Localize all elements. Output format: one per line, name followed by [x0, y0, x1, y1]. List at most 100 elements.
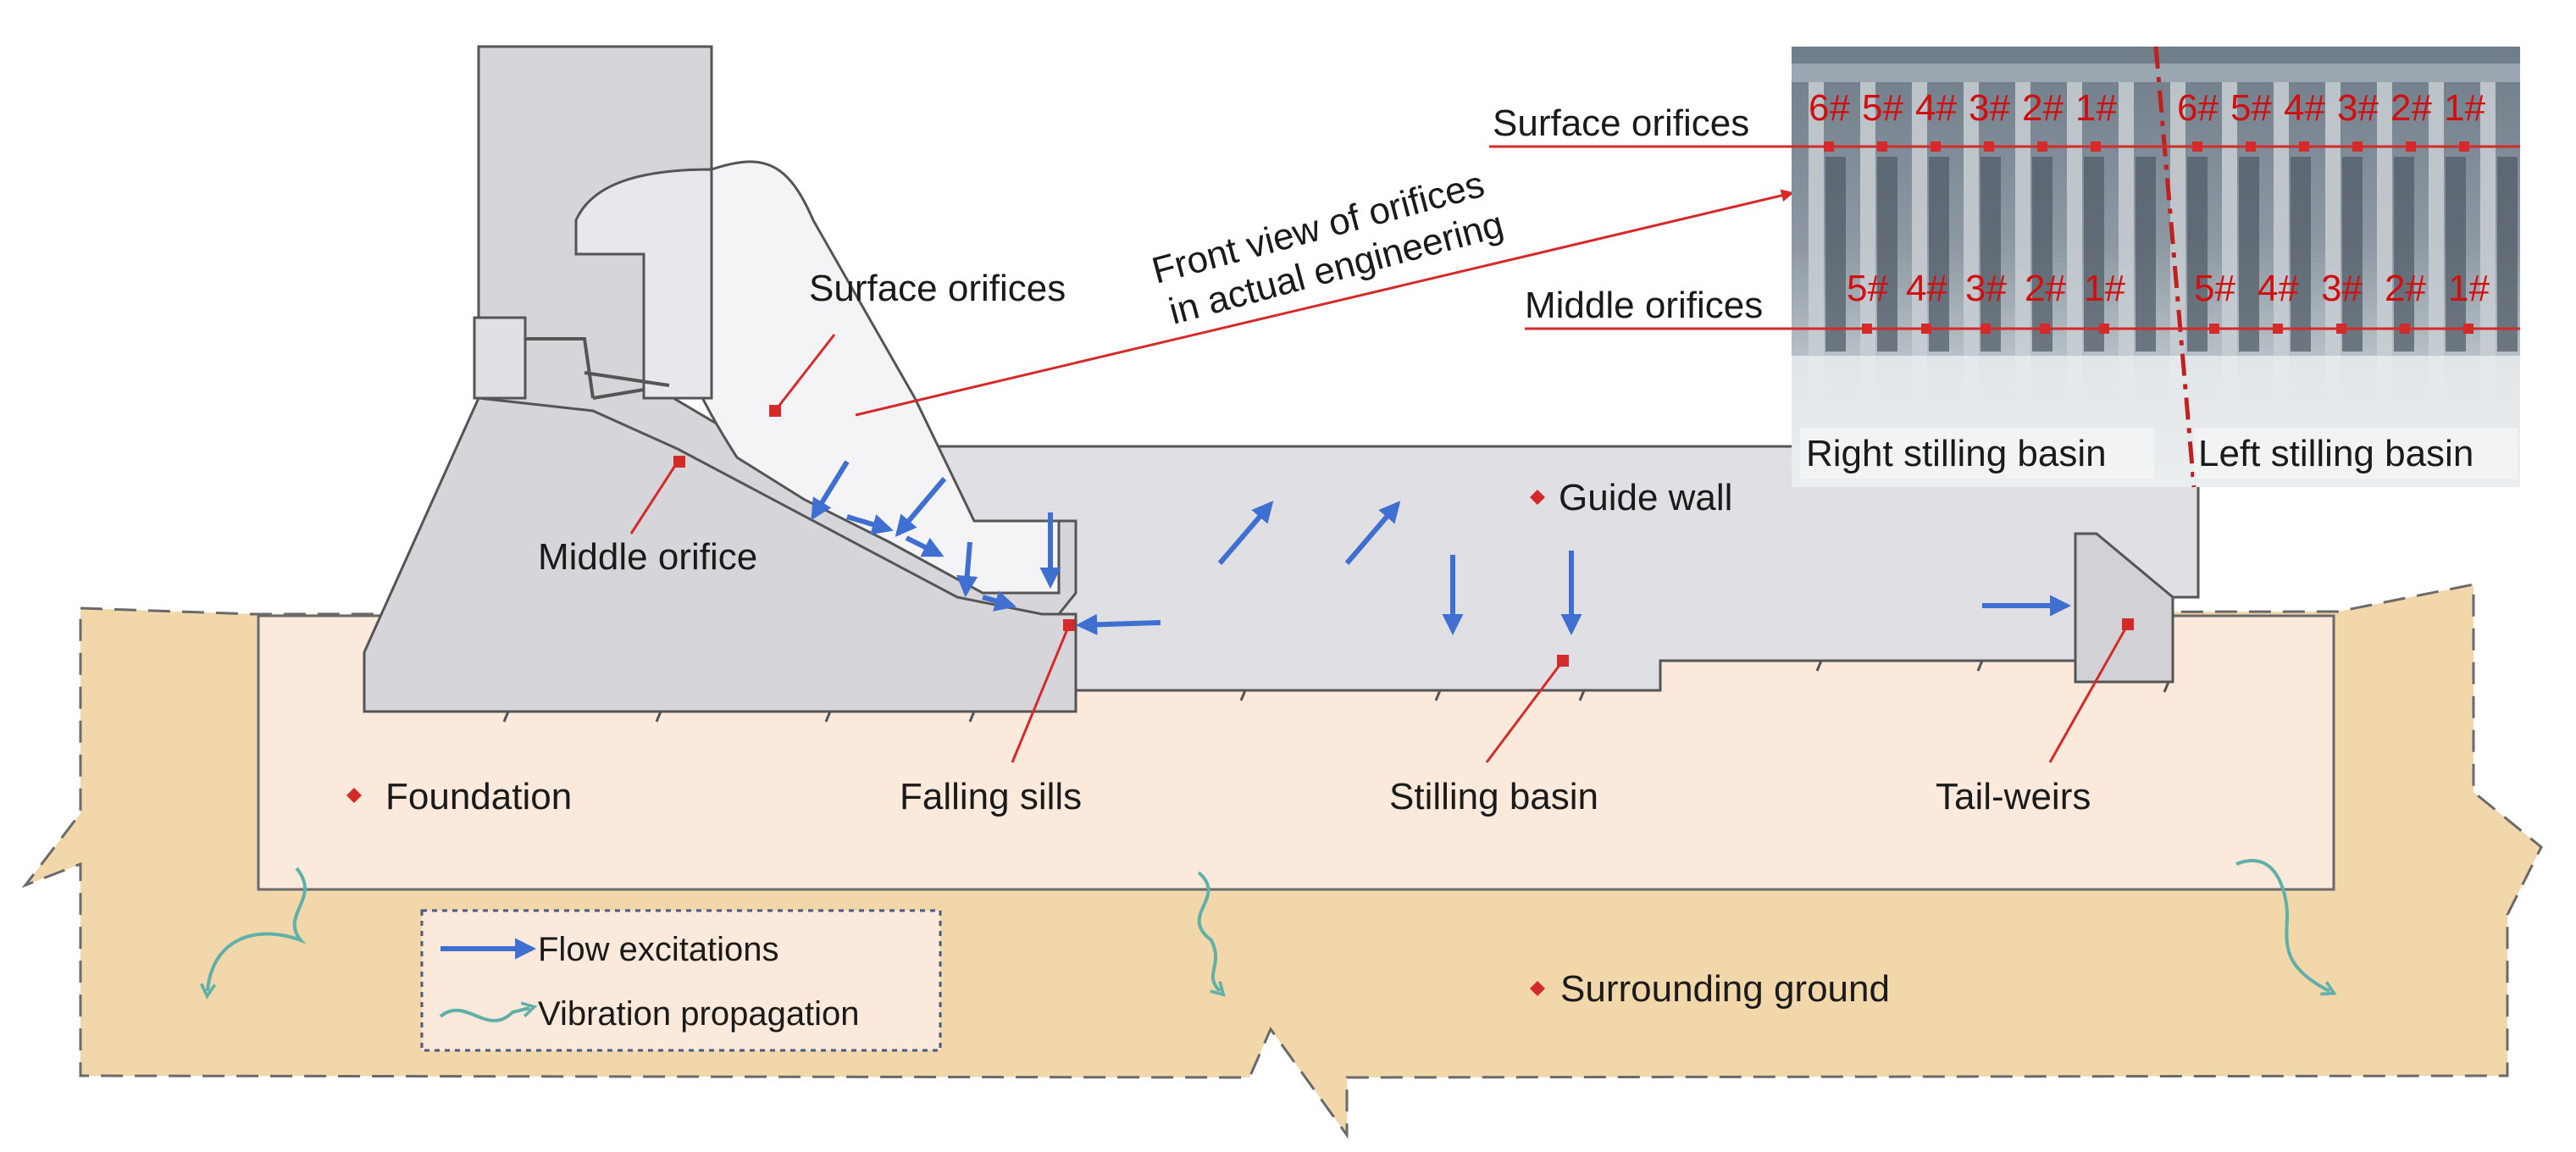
legend-box	[420, 909, 942, 1052]
label-middle-orifice: Middle orifice	[538, 536, 757, 578]
photo-orifice-opening	[2446, 157, 2466, 352]
foundation-teeth	[502, 660, 2170, 723]
label-foundation: Foundation	[385, 776, 572, 817]
photo-orifice-number: 1#	[2444, 87, 2485, 129]
photo-orifice-dot	[2400, 324, 2410, 334]
photo-left-label-bg	[2194, 428, 2518, 479]
photo-orifice-number: 1#	[2075, 87, 2117, 129]
photo-orifice-opening	[1929, 157, 1949, 352]
flow-arrow	[895, 477, 947, 537]
photo-orifice-dot	[1824, 141, 1834, 152]
photo-orifice-number: 6#	[1809, 87, 1850, 129]
orifice-photo-inset: 6#5#4#3#2#1#6#5#4#3#2#1#5#4#3#2#1#5#4#3#…	[1489, 46, 2520, 488]
photo-orifice-number: 4#	[2284, 87, 2325, 129]
photo-orifice-dot	[1862, 324, 1872, 334]
vibration-arrow	[1197, 871, 1226, 997]
photo-orifice-dot	[2273, 324, 2283, 334]
photo-orifice-dot	[2463, 324, 2474, 334]
photo-orifice-number: 3#	[2337, 87, 2379, 129]
dam-upstream-face	[478, 396, 1059, 616]
marker-stilling-basin	[1557, 655, 1569, 667]
photo-orifice-opening	[2239, 157, 2259, 352]
photo-orifice-dot	[1921, 324, 1931, 334]
photo-orifice-number: 5#	[1862, 87, 1903, 129]
photo-orifice-dot	[2091, 141, 2101, 152]
photo-orifice-opening	[2394, 157, 2414, 352]
photo-orifice-opening	[1980, 157, 2001, 352]
label-stilling-basin: Stilling basin	[1389, 776, 1598, 817]
photo-orifice-opening	[2291, 157, 2311, 352]
flow-arrow	[956, 541, 978, 598]
photo-right-label-bg	[1800, 428, 2154, 479]
photo-orifice-number: 4#	[1915, 87, 1957, 129]
photo-orifice-number: 3#	[1969, 87, 2010, 129]
photo-orifice-number: 2#	[2385, 268, 2426, 309]
label-falling-sills: Falling sills	[900, 776, 1082, 817]
upstream-support	[473, 316, 527, 400]
legend-vibration-arrow-icon	[439, 1001, 538, 1022]
photo-orifice-dot	[1877, 141, 1887, 152]
photo-orifice-dot	[2406, 141, 2416, 152]
photo-orifice-dot	[1984, 141, 1994, 152]
photo-orifice-dots	[1824, 141, 2474, 334]
photo-orifice-dot	[2099, 324, 2109, 334]
marker-guide-wall	[1530, 490, 1545, 505]
photo-orifice-dot	[2336, 324, 2346, 334]
photo-orifice-dot	[2352, 141, 2363, 152]
photo-middle-label-bg	[1525, 280, 1789, 327]
photo-orifice-opening	[2136, 157, 2156, 352]
marker-middle-orifice	[673, 456, 685, 468]
vibration-arrows	[200, 859, 2337, 1000]
photo-orifice-dot	[2459, 141, 2469, 152]
photo-orifice-dot	[2246, 141, 2256, 152]
photo-orifice-dot	[2040, 324, 2050, 334]
photo-orifice-opening	[1877, 157, 1897, 352]
photo-orifice-dot	[2299, 141, 2309, 152]
photo-surface-label: Surface orifices	[1493, 102, 1749, 144]
photo-crest	[1792, 64, 2520, 82]
photo-orifice-dot	[1931, 141, 1941, 152]
photo-orifice-numbers: 6#5#4#3#2#1#6#5#4#3#2#1#5#4#3#2#1#5#4#3#…	[1809, 87, 2490, 309]
photo-middle-label: Middle orifices	[1525, 285, 1763, 326]
marker-falling-sill	[1063, 619, 1075, 631]
vibration-arrow	[2235, 859, 2337, 996]
gate-shaft	[574, 168, 713, 400]
marker-foundation	[346, 788, 362, 803]
label-leaders	[629, 189, 2130, 763]
photo-divider	[2153, 46, 2197, 488]
photo-orifice-number: 4#	[1906, 268, 1947, 309]
legend-flow-label: Flow excitations	[538, 931, 779, 968]
tail-weir-block	[2074, 532, 2174, 684]
photo-left-basin-label: Left stilling basin	[2198, 433, 2474, 474]
photo-right-basin-label: Right stilling basin	[1806, 433, 2107, 474]
photo-orifice-number: 5#	[2230, 87, 2272, 129]
legend-vibration-label: Vibration propagation	[538, 995, 860, 1033]
photo-orifice-number: 1#	[2448, 268, 2490, 309]
photo-orifice-opening	[2032, 157, 2052, 352]
label-surrounding-ground: Surrounding ground	[1560, 968, 1890, 1010]
photo-orifice-number: 2#	[2022, 87, 2064, 129]
label-surface-orifices: Surface orifices	[809, 268, 1066, 309]
marker-surrounding-ground	[1530, 981, 1545, 996]
photo-orifice-opening	[2187, 157, 2208, 352]
photo-orifice-number: 2#	[2390, 87, 2432, 129]
marker-tail-weir	[2122, 618, 2134, 630]
photo-surface-label-bg	[1491, 97, 1787, 145]
photo-orifice-dot	[2209, 324, 2219, 334]
flow-arrow	[1075, 613, 1161, 635]
photo-orifice-opening	[2084, 157, 2104, 352]
photo-orifice-number: 5#	[1847, 268, 1888, 309]
flow-arrow	[846, 514, 894, 535]
photo-orifice-dot	[2037, 141, 2047, 152]
label-guide-wall: Guide wall	[1559, 477, 1732, 518]
gate-truss	[525, 337, 670, 400]
flow-arrows	[811, 460, 2072, 636]
photo-orifice-opening	[1825, 157, 1846, 352]
legend: Flow excitations Vibration propagation	[420, 909, 942, 1052]
flow-arrow	[905, 535, 945, 557]
photo-orifice-dot	[2192, 141, 2202, 152]
photo-orifice-number: 2#	[2025, 268, 2066, 309]
point-markers	[346, 405, 2134, 996]
